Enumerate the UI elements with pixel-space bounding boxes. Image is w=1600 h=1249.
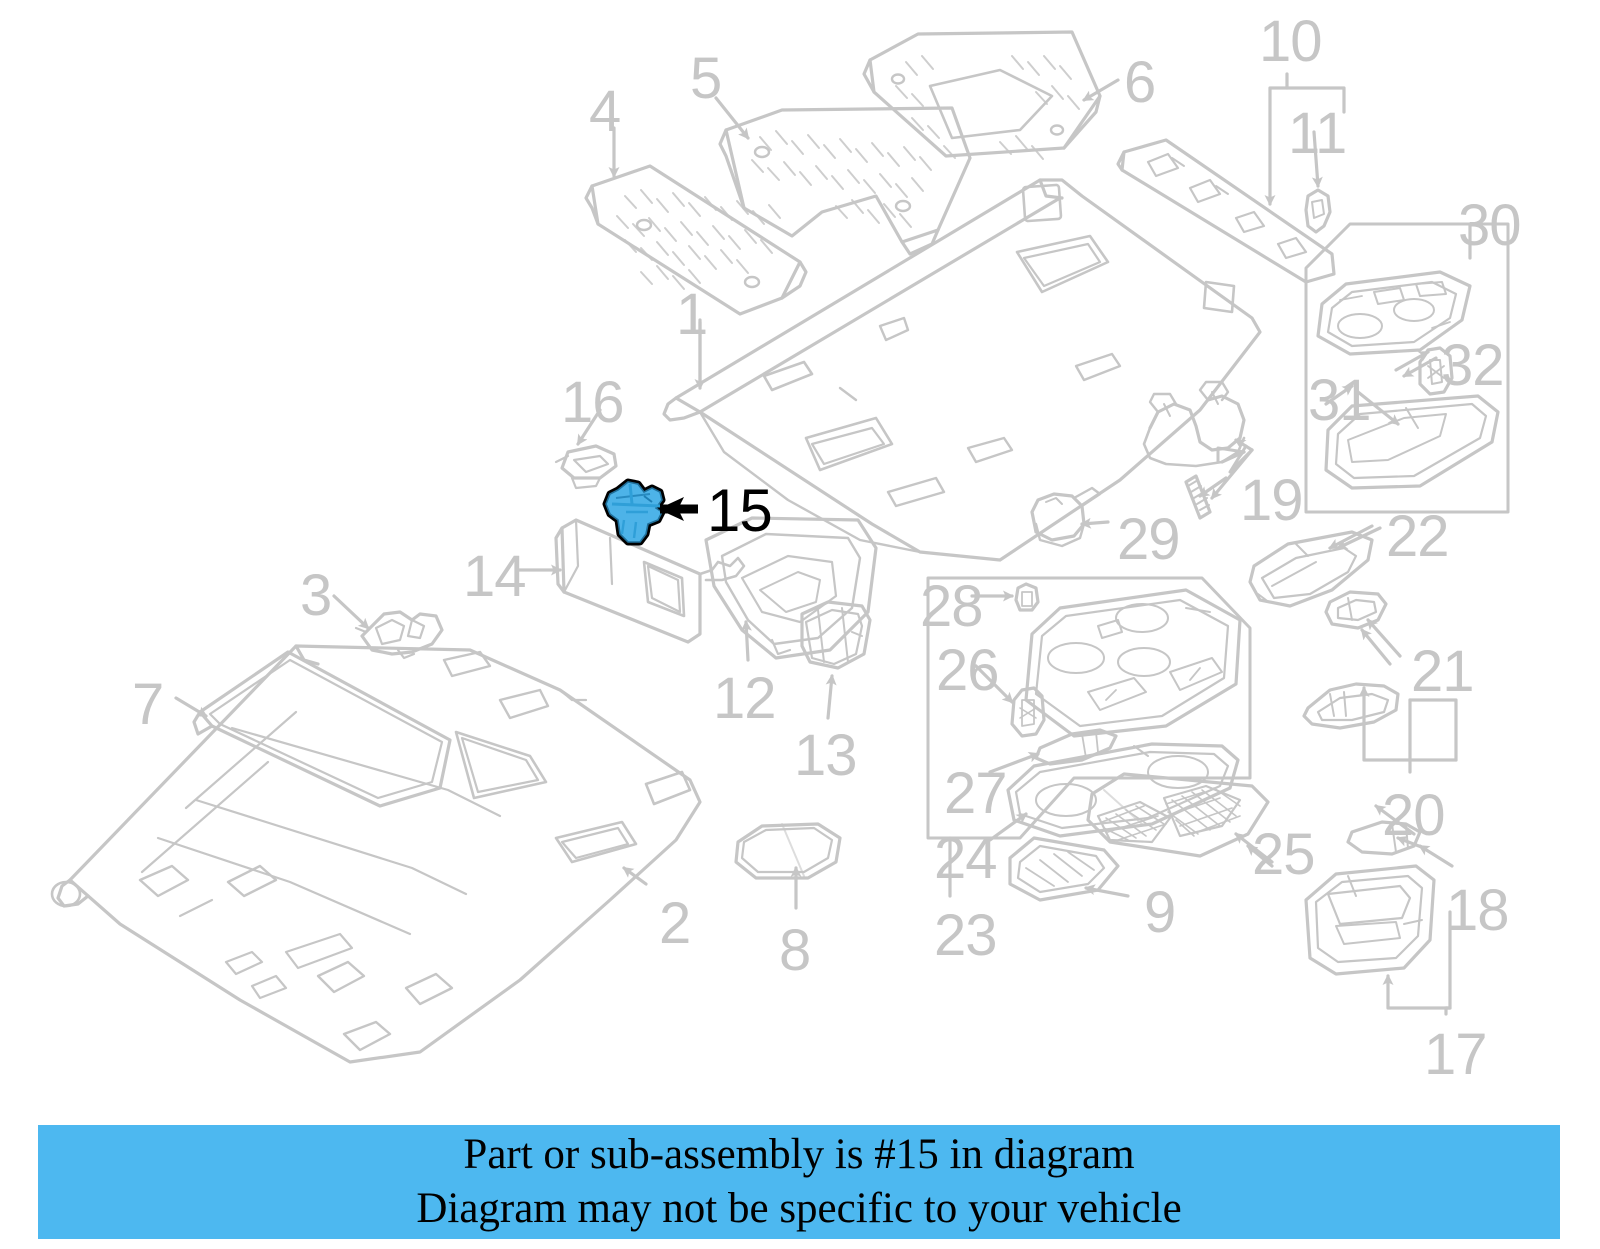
bracket-20-group (1358, 686, 1458, 774)
callout-label-32: 32 (1441, 333, 1505, 398)
part-30-overhead-console (1316, 270, 1472, 356)
part-8-oval-bezel (734, 822, 842, 880)
leader-31-32 (1356, 356, 1438, 426)
callout-label-28: 28 (920, 574, 984, 639)
callout-label-12: 12 (713, 666, 777, 731)
banner-line-part-number: Part or sub-assembly is #15 in diagram (463, 1131, 1135, 1178)
callout-label-19: 19 (1240, 468, 1304, 533)
callout-label-5: 5 (690, 46, 722, 111)
callout-label-3: 3 (300, 563, 332, 628)
callout-label-9: 9 (1144, 880, 1176, 945)
leader-25 (1234, 832, 1274, 864)
part-22-trim-bracket (1248, 530, 1374, 608)
callout-label-22: 22 (1386, 504, 1450, 569)
part-10-roof-rail-trim (1116, 138, 1336, 284)
callout-label-13: 13 (794, 723, 858, 788)
part-19-grab-handle (1142, 380, 1246, 468)
part-17-console-lamp (1304, 864, 1436, 976)
part-32-visor-clip (1418, 346, 1454, 396)
callout-label-21: 21 (1411, 639, 1475, 704)
callout-label-4: 4 (589, 79, 621, 144)
callout-label-30: 30 (1458, 193, 1522, 258)
callout-label-20: 20 (1382, 783, 1446, 848)
part-14-sun-visor (554, 518, 746, 644)
callout-label-29: 29 (1117, 507, 1181, 572)
part-19-screw (1184, 474, 1212, 520)
callout-label-10: 10 (1259, 9, 1323, 74)
callout-label-2: 2 (659, 891, 691, 956)
part-13-console-module (800, 600, 872, 670)
leader-19-branch (1210, 438, 1254, 500)
callout-label-16: 16 (561, 370, 625, 435)
bracket-10-group (1270, 72, 1346, 204)
callout-label-14: 14 (463, 544, 527, 609)
callout-label-18: 18 (1446, 878, 1510, 943)
callout-label-1: 1 (676, 282, 708, 347)
part-9-lamp-lens (1008, 836, 1120, 902)
part-15-sun-visor-retainer-highlighted (602, 478, 666, 546)
callout-label-26: 26 (936, 638, 1000, 703)
group-box-23 (926, 576, 1252, 840)
part-25-grille-panel (1086, 772, 1270, 858)
part-24-visor-body (1006, 742, 1240, 838)
callout-label-17: 17 (1424, 1022, 1488, 1087)
part-3-sunroof-bracket (354, 610, 444, 660)
part-21-bracket-upper (1324, 590, 1388, 630)
part-1-headliner-panel (662, 178, 1262, 562)
callout-label-31: 31 (1308, 368, 1372, 433)
callout-label-8: 8 (779, 918, 811, 983)
part-28-clip (1014, 582, 1040, 612)
part-27-visor-rod (1034, 728, 1118, 766)
leader-21-upper (1366, 618, 1402, 658)
part-23-overhead-console (1024, 588, 1242, 738)
callout-label-25: 25 (1252, 822, 1316, 887)
callout-label-6: 6 (1124, 50, 1156, 115)
part-2-headliner-lower (50, 644, 702, 1064)
leader-18 (1418, 844, 1454, 868)
part-notice-banner: Part or sub-assembly is #15 in diagram D… (38, 1125, 1560, 1239)
callout-label-11: 11 (1288, 101, 1347, 166)
callout-label-15: 15 (707, 477, 773, 544)
part-21-bracket-lower (1302, 682, 1400, 730)
callout-label-24: 24 (934, 826, 998, 891)
part-29-dome-sensor (1030, 486, 1102, 548)
group-box-30 (1304, 222, 1510, 514)
leader-22 (1336, 526, 1382, 550)
diagram-linework (50, 30, 1510, 1064)
part-6-insulator-pad (862, 30, 1102, 160)
banner-line-disclaimer: Diagram may not be specific to your vehi… (416, 1185, 1182, 1232)
part-31-visor-in-box (1324, 394, 1500, 490)
callout-label-27: 27 (944, 761, 1008, 826)
callout-label-7: 7 (132, 672, 164, 737)
part-12-console-base (704, 516, 878, 660)
part-16-visor-hinge (554, 444, 618, 490)
callout-label-23: 23 (934, 903, 998, 968)
bracket-17-group (1382, 910, 1452, 1016)
part-11-trim-clip (1304, 188, 1332, 234)
part-5-insulator-pad (718, 106, 972, 256)
